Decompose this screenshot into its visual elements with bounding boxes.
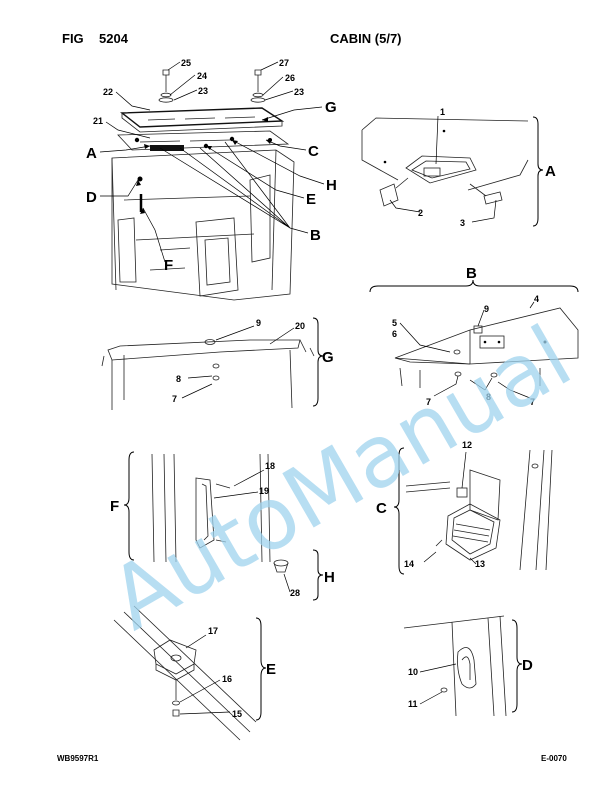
part-num-2: 2 — [418, 208, 423, 218]
brace-F — [123, 451, 135, 561]
part-num-23b: 23 — [294, 87, 304, 97]
switch-part-2 — [379, 183, 399, 207]
view-B-detail — [394, 301, 579, 399]
view-A-detail — [361, 115, 529, 223]
part-num-22: 22 — [103, 87, 113, 97]
view-C-detail — [405, 449, 553, 571]
view-H-detail — [273, 559, 291, 593]
part-num-4: 4 — [534, 294, 539, 304]
part-num-19: 19 — [259, 486, 269, 496]
part-num-21: 21 — [93, 116, 103, 126]
part-num-16: 16 — [222, 674, 232, 684]
bolt-27 — [254, 69, 262, 92]
footer-right-code: E-0070 — [541, 754, 567, 763]
part-num-27: 27 — [279, 58, 289, 68]
view-D-detail — [403, 615, 507, 717]
part-num-3: 3 — [460, 218, 465, 228]
part-num-23a: 23 — [198, 86, 208, 96]
part-num-14: 14 — [404, 559, 414, 569]
brace-C — [393, 447, 405, 575]
part-num-12: 12 — [462, 440, 472, 450]
brace-D — [511, 619, 523, 713]
part-num-25: 25 — [181, 58, 191, 68]
part-num-17: 17 — [208, 626, 218, 636]
grab-handle-19 — [195, 477, 215, 549]
part-num-9-G: 9 — [256, 318, 261, 328]
brace-G — [312, 317, 324, 407]
view-letter-E: E — [266, 661, 276, 678]
coat-hook-10 — [457, 647, 477, 689]
part-num-24: 24 — [197, 71, 207, 81]
part-num-18: 18 — [265, 461, 275, 471]
roof-panel — [120, 107, 285, 128]
callout-D: D — [86, 189, 97, 206]
part-num-6: 6 — [392, 329, 397, 339]
brace-A — [532, 116, 544, 227]
callout-A: A — [86, 145, 97, 162]
view-letter-F: F — [110, 498, 119, 515]
brace-B — [369, 279, 579, 293]
callout-C: C — [308, 143, 319, 160]
grille-13 — [445, 503, 501, 561]
bolt-25 — [162, 69, 170, 92]
view-letter-C: C — [376, 500, 387, 517]
roof-rail-20 — [107, 339, 301, 361]
part-num-8-G: 8 — [176, 374, 181, 384]
view-G-detail — [101, 325, 315, 410]
view-letter-G: G — [322, 349, 334, 366]
dome-light-housing — [405, 155, 477, 184]
view-letter-D: D — [522, 657, 533, 674]
watermark-text: AutoManual — [94, 307, 588, 650]
view-letter-A: A — [545, 163, 556, 180]
part-num-8-B: 8 — [486, 392, 491, 402]
part-num-26: 26 — [285, 73, 295, 83]
callout-F: F — [164, 257, 173, 274]
switch-12 — [456, 487, 468, 498]
view-F-detail — [151, 453, 271, 563]
part-num-7-B1: 7 — [426, 397, 431, 407]
page-title: CABIN (5/7) — [330, 31, 402, 46]
part-num-20: 20 — [295, 321, 305, 331]
part-num-9-B: 9 — [484, 304, 489, 314]
cab-body — [111, 149, 295, 301]
fig-label: FIG — [62, 31, 84, 46]
part-num-7-G: 7 — [172, 394, 177, 404]
headliner-panel — [117, 130, 290, 151]
part-num-15: 15 — [232, 709, 242, 719]
footer-left-code: WB9597R1 — [57, 754, 99, 763]
callout-E: E — [306, 191, 316, 208]
part-num-11: 11 — [408, 699, 418, 709]
dome-light — [150, 145, 184, 151]
part-num-10: 10 — [408, 667, 418, 677]
part-num-13: 13 — [475, 559, 485, 569]
callout-G: G — [325, 99, 337, 116]
part-num-28: 28 — [290, 588, 300, 598]
brace-E — [255, 617, 267, 721]
part-num-1: 1 — [440, 107, 445, 117]
view-letter-H: H — [324, 569, 335, 586]
part-num-7-B2: 7 — [530, 397, 535, 407]
brace-H — [312, 549, 324, 601]
view-letter-B: B — [466, 265, 477, 282]
cabin-overview — [99, 61, 325, 301]
bulb-part-3 — [483, 191, 503, 205]
callout-H: H — [326, 177, 337, 194]
callout-B: B — [310, 227, 321, 244]
part-num-5: 5 — [392, 318, 397, 328]
view-E-detail — [113, 605, 257, 741]
fig-number: 5204 — [99, 31, 128, 46]
